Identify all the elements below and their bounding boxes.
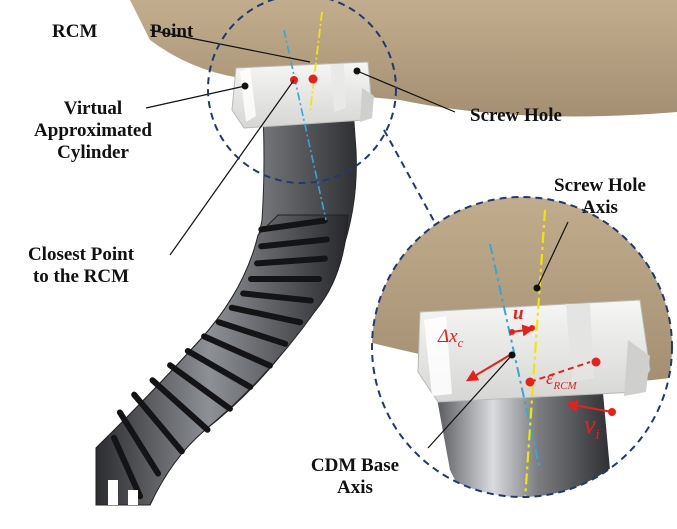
virtual-cylinder-line1: Virtual [63, 98, 123, 119]
zoom-source-circle [207, 0, 397, 184]
screw-hole-axis-line2: Axis [582, 197, 618, 218]
point-label: Point [150, 21, 194, 42]
cdm-base-axis-label: CDM Base Axis [290, 455, 420, 499]
delta-xc-symbol: Δxc [438, 326, 464, 350]
cdm-base-axis-line1: CDM Base [310, 455, 400, 476]
zoom-inset [372, 197, 672, 497]
epsilon-rcm-symbol: εRCM [546, 368, 577, 392]
rcm-label: RCM [52, 21, 98, 42]
closest-point-label: Closest Point to the RCM [6, 244, 156, 288]
bone-surface [130, 0, 677, 117]
zoom-inset-circle [371, 196, 673, 498]
virtual-cylinder-ring [231, 61, 374, 129]
closest-point-line1: Closest Point [27, 244, 135, 265]
vi-symbol: vi [584, 410, 600, 444]
closest-point-line2: to the RCM [32, 266, 130, 287]
cdm-manipulator [95, 94, 357, 506]
virtual-cylinder-line2: Approximated [34, 120, 152, 141]
screw-hole-axis-line1: Screw Hole [554, 175, 646, 196]
screw-hole-axis-label: Screw Hole Axis [535, 175, 665, 219]
u-symbol: u [513, 303, 524, 324]
virtual-cylinder-label: Virtual Approximated Cylinder [18, 98, 168, 164]
cdm-slotted-segment [95, 214, 349, 506]
screw-hole-label: Screw Hole [470, 105, 562, 126]
virtual-cylinder-line3: Cylinder [57, 142, 129, 163]
cdm-base-axis-line2: Axis [337, 477, 373, 498]
rcm-point-dot [308, 74, 318, 84]
cdm-base-axis-main [283, 29, 327, 221]
cdm-slots [110, 217, 330, 500]
